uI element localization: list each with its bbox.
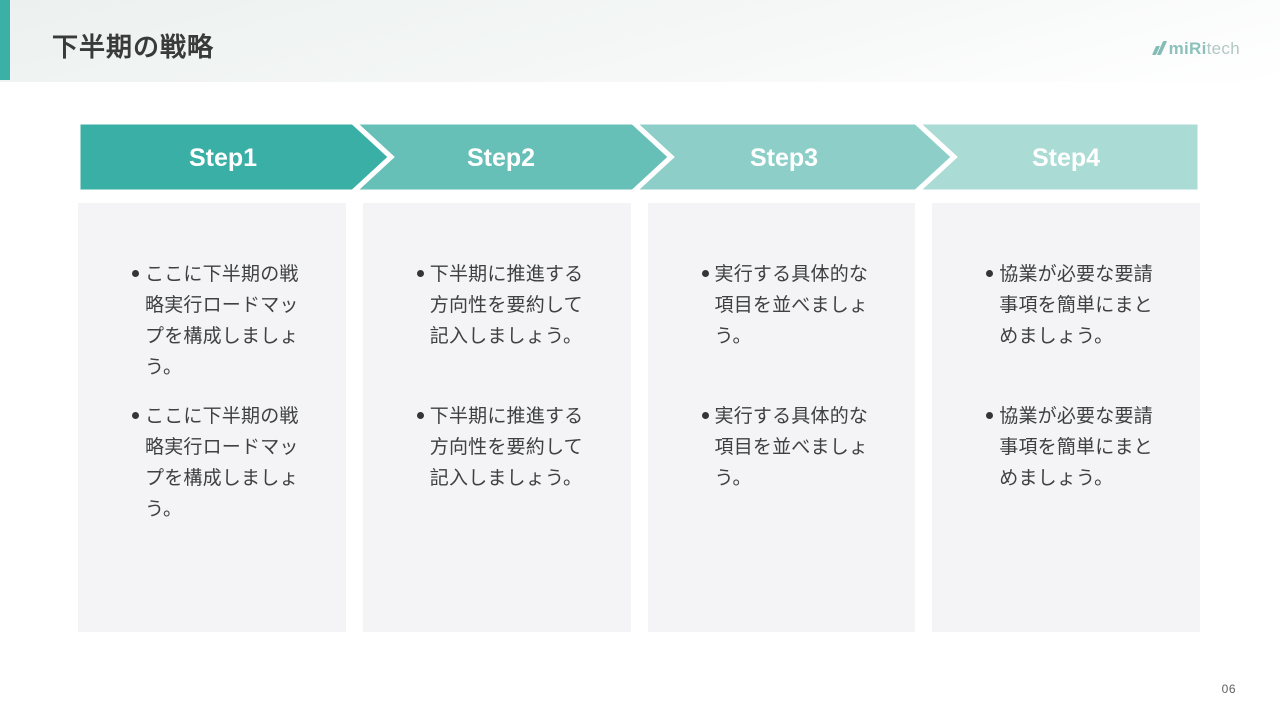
bullet-text: ここに下半期の戦 略実行ロードマッ プを構成しましょ う。: [145, 406, 299, 520]
step4-box: 協業が必要な要請 事項を簡単にまと めましょう。 協業が必要な要請 事項を簡単に…: [932, 203, 1200, 632]
bullet-item: ここに下半期の戦 略実行ロードマッ プを構成しましょ う。: [132, 401, 332, 525]
bullet-dot: [416, 412, 424, 419]
bullet-item: 下半期に推進する 方向性を要約して 記入しましょう。: [416, 259, 617, 352]
step3-label: Step3: [750, 144, 818, 172]
bullet-item: 下半期に推進する 方向性を要約して 記入しましょう。: [416, 401, 617, 494]
step-content-row: ここに下半期の戦 略実行ロードマッ プを構成しましょ う。 ここに下半期の戦 略…: [78, 203, 1200, 632]
step-flow-diagram: Step1 Step2 Step3 Step4: [78, 122, 1200, 192]
bullet-dot: [701, 270, 709, 277]
bullet-dot: [986, 412, 994, 419]
header: 下半期の戦略 miRitech: [0, 0, 1280, 82]
bullet-text: 協業が必要な要請 事項を簡単にまと めましょう。: [999, 406, 1153, 489]
accent-bar: [0, 0, 10, 80]
bullet-text: 実行する具体的な 項目を並べましょ う。: [714, 264, 869, 347]
bullet-item: 協業が必要な要請 事項を簡単にまと めましょう。: [986, 259, 1186, 352]
bullet-text: 下半期に推進する 方向性を要約して 記入しましょう。: [429, 406, 584, 489]
bullet-text: 下半期に推進する 方向性を要約して 記入しましょう。: [429, 264, 584, 347]
bullet-dot: [132, 270, 139, 277]
step1-box: ここに下半期の戦 略実行ロードマッ プを構成しましょ う。 ここに下半期の戦 略…: [78, 203, 346, 632]
step1-band: [78, 122, 395, 192]
step1-label: Step1: [189, 144, 257, 172]
step2-box: 下半期に推進する 方向性を要約して 記入しましょう。 下半期に推進する 方向性を…: [362, 203, 631, 632]
page-number: 06: [1221, 682, 1236, 696]
step3-box: 実行する具体的な 項目を並べましょ う。 実行する具体的な 項目を並べましょ う…: [647, 203, 916, 632]
bullet-item: 実行する具体的な 項目を並べましょ う。: [701, 401, 902, 494]
bullet-text: ここに下半期の戦 略実行ロードマッ プを構成しましょ う。: [145, 264, 299, 378]
logo-icon: [1151, 41, 1167, 55]
bullet-dot: [701, 412, 709, 419]
logo-text-primary: miRi: [1168, 38, 1207, 58]
brand-logo: miRitech: [1151, 38, 1240, 58]
step4-label: Step4: [1032, 144, 1100, 172]
bullet-text: 実行する具体的な 項目を並べましょ う。: [714, 406, 869, 489]
logo-wordmark: miRitech: [1169, 40, 1240, 57]
bullet-dot: [416, 270, 424, 277]
bullet-item: 実行する具体的な 項目を並べましょ う。: [701, 259, 902, 352]
bullet-dot: [986, 270, 994, 277]
logo-text-secondary: tech: [1206, 38, 1240, 58]
page-title: 下半期の戦略: [52, 32, 215, 62]
bullet-text: 協業が必要な要請 事項を簡単にまと めましょう。: [999, 264, 1153, 347]
bullet-item: 協業が必要な要請 事項を簡単にまと めましょう。: [986, 401, 1186, 494]
bullet-dot: [132, 412, 139, 419]
bullet-item: ここに下半期の戦 略実行ロードマッ プを構成しましょ う。: [132, 259, 332, 383]
step2-label: Step2: [467, 144, 535, 172]
